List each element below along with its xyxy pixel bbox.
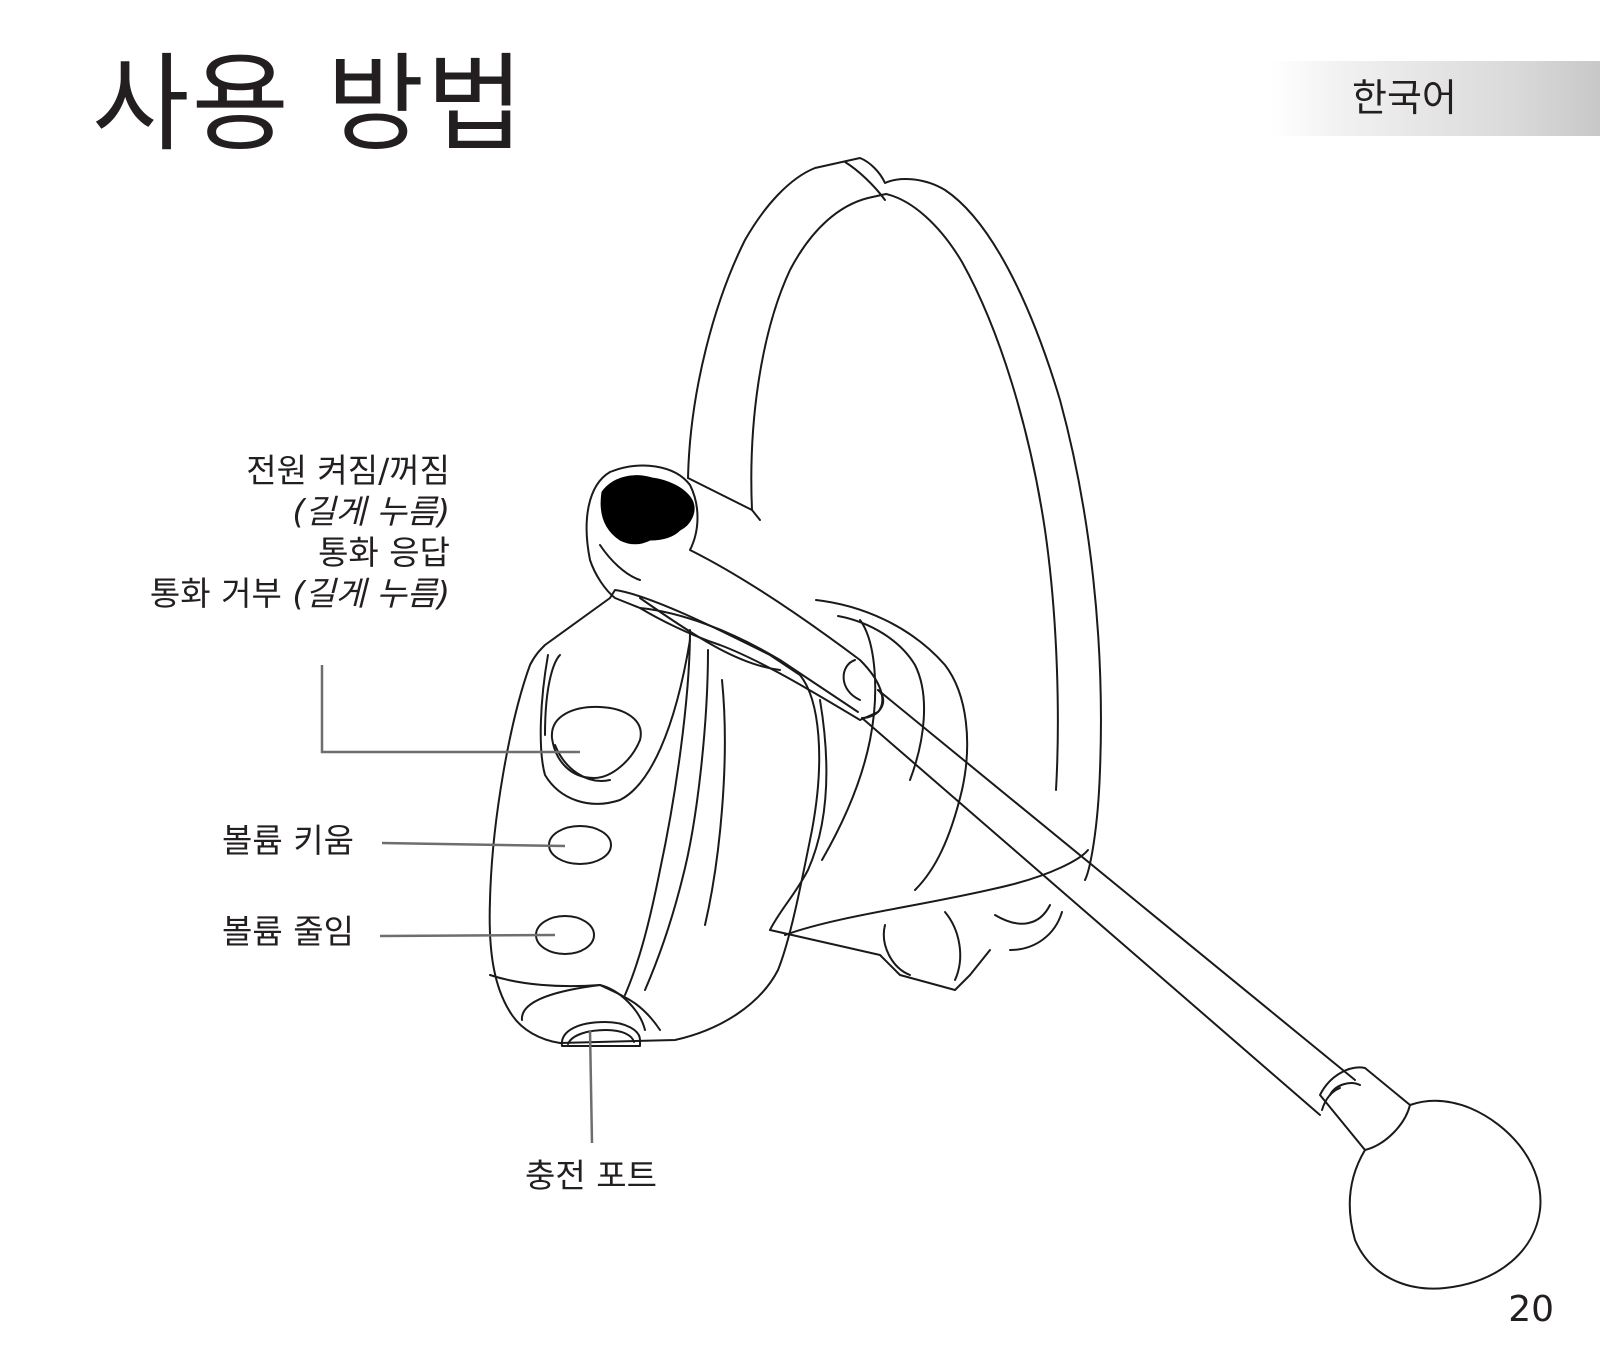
answer-call-label: 통화 응답	[318, 533, 450, 572]
charge-leader-line	[588, 1029, 594, 1144]
volume-down-leader-line	[379, 933, 556, 938]
mic-collar	[1319, 1066, 1411, 1151]
ear-hook-inner	[750, 193, 1059, 791]
page-title: 사용 방법	[92, 43, 526, 166]
headset-body	[488, 589, 821, 1044]
power-leader-line	[320, 665, 580, 754]
power-callout: 전원 켜짐/꺼짐 (길게 누름) 통화 응답 통화 거부 (길게 누름)	[150, 450, 450, 614]
page-number: 20	[1508, 1289, 1554, 1330]
charging-port	[560, 1021, 641, 1047]
power-onoff-note: (길게 누름)	[292, 492, 450, 531]
volume-down-label: 볼륨 줄임	[222, 912, 354, 951]
volume-up-leader-line	[381, 841, 566, 848]
logo-mark	[600, 475, 695, 545]
language-tab: 한국어	[1270, 61, 1600, 136]
volume-up-label: 볼륨 키움	[222, 821, 354, 860]
power-onoff-label: 전원 켜짐/꺼짐	[246, 451, 450, 490]
reject-call-note: (길게 누름)	[292, 574, 450, 613]
language-tab-label: 한국어	[1352, 76, 1457, 120]
charging-port-label: 충전 포트	[525, 1156, 657, 1195]
mic-boom	[861, 689, 1356, 1116]
mic-pivot	[585, 464, 884, 721]
power-button[interactable]	[550, 705, 642, 779]
reject-call-label: 통화 거부	[149, 574, 282, 613]
speaker-housing	[815, 599, 969, 891]
ear-hook-outer	[687, 157, 1102, 881]
mic-windscreen	[1348, 1099, 1542, 1290]
